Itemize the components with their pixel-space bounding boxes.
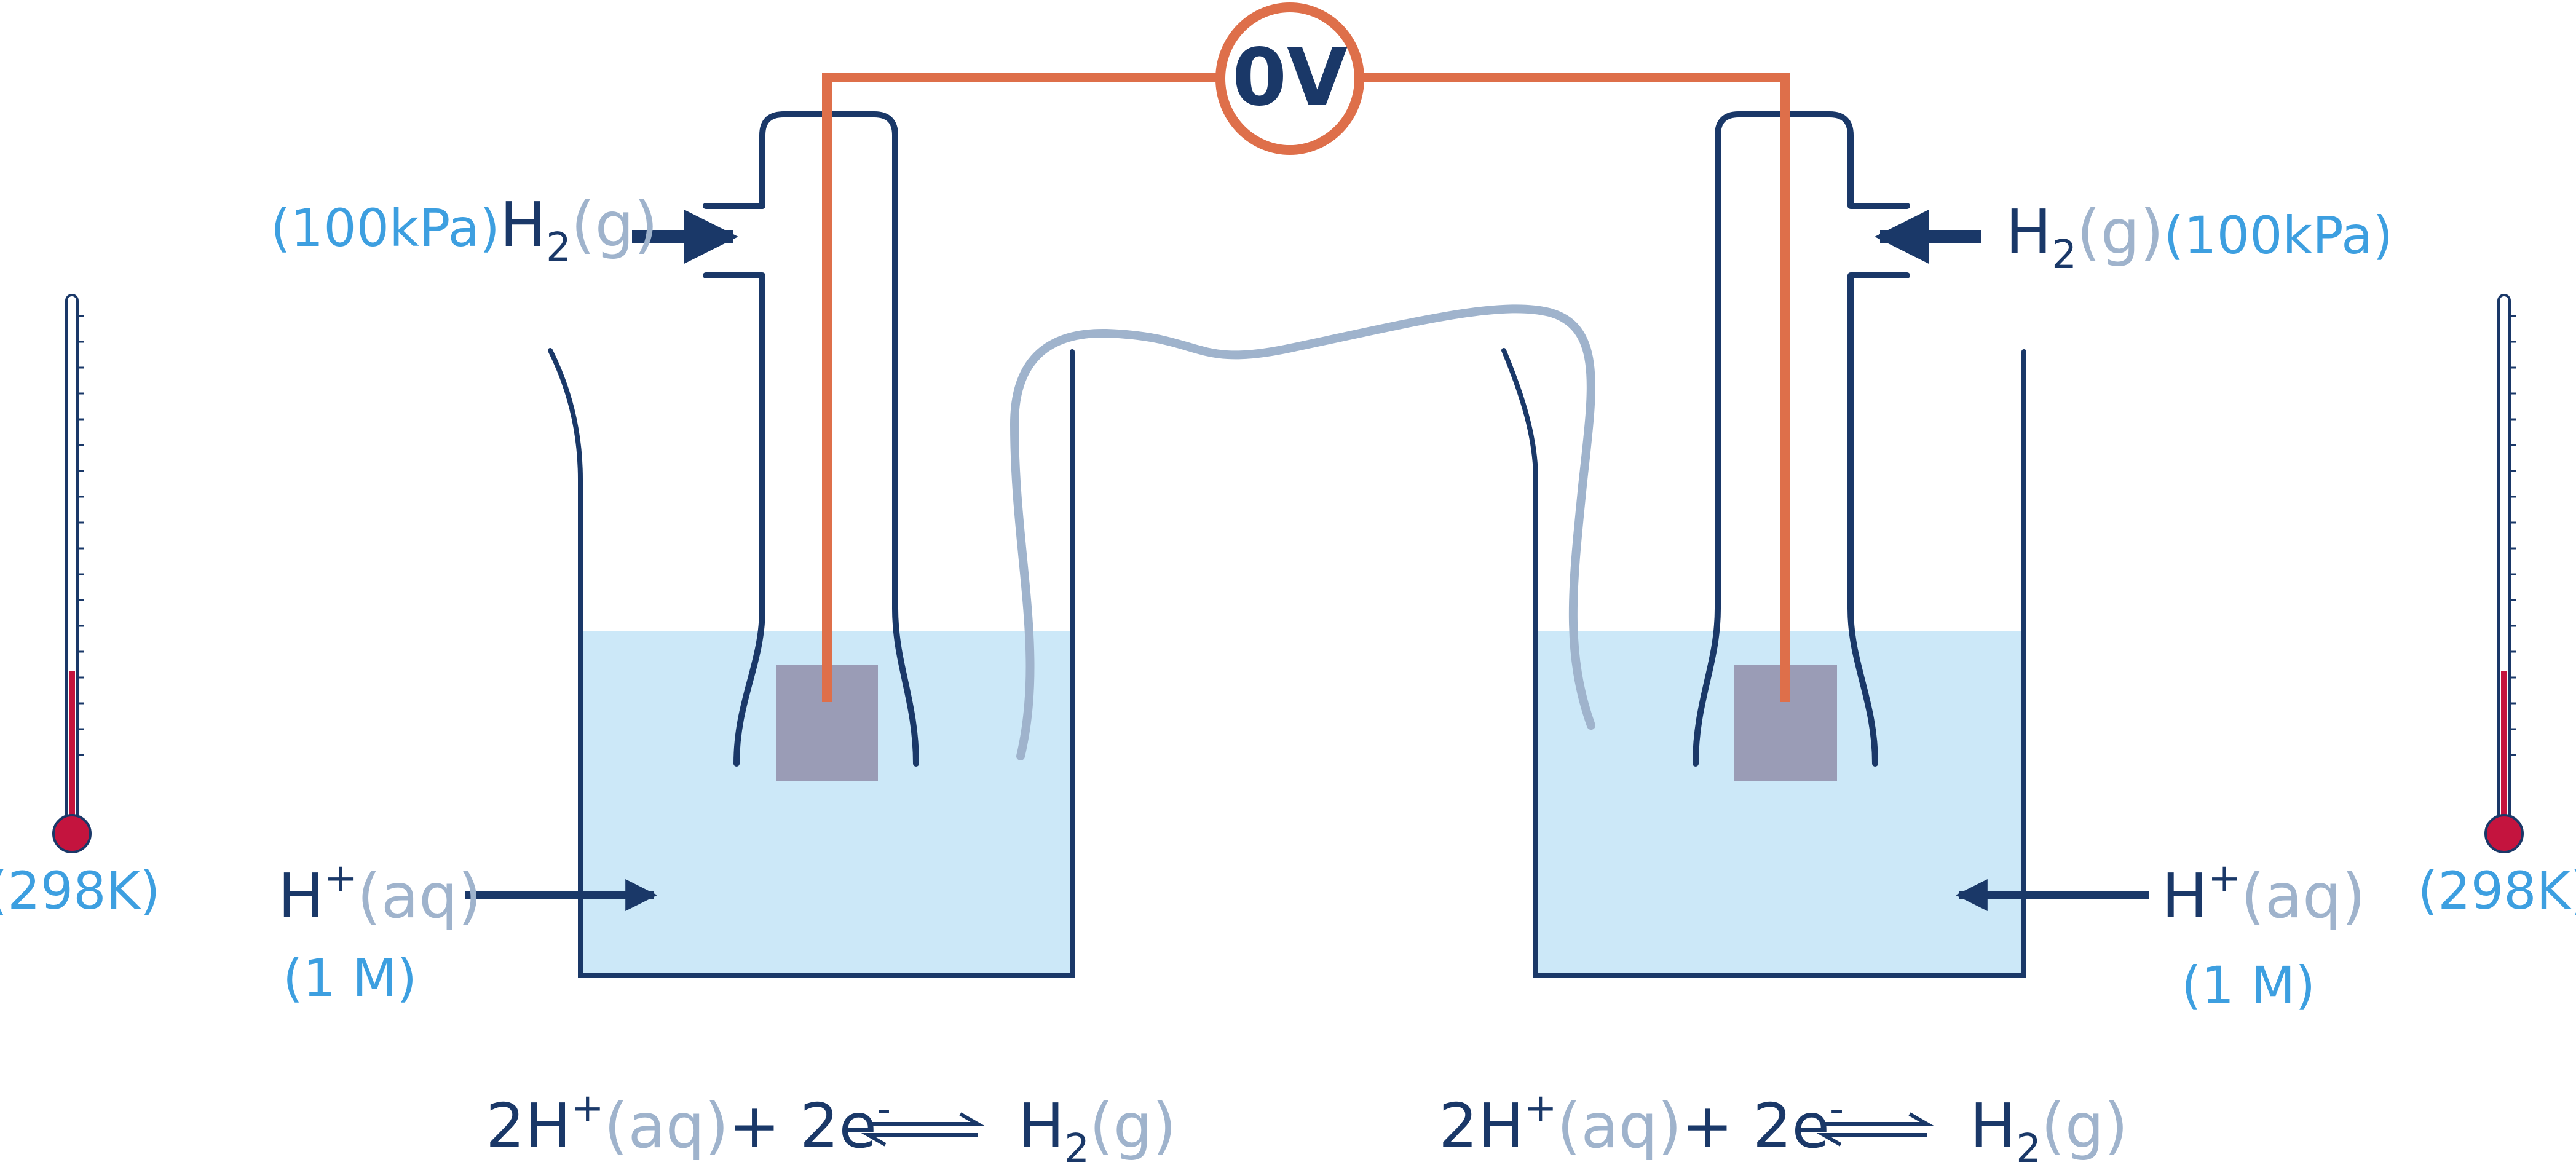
left-ion-label: H+(aq) (1 M) [278, 856, 482, 1008]
wire [822, 73, 1790, 702]
right-gas-label: H2(g)(100kPa) [2005, 196, 2393, 278]
left-gas-tube [703, 111, 919, 767]
svg-text:H+(aq): H+(aq) [278, 856, 482, 932]
right-gas-species: H [2005, 196, 2052, 268]
right-ion-state: (aq) [2241, 860, 2366, 932]
left-eq-lhs-state: (aq) [604, 1090, 729, 1162]
external-circuit: 0V [822, 2, 1790, 702]
left-ion-state: (aq) [357, 860, 482, 932]
left-gas-species: H [500, 189, 546, 261]
right-ion-charge: + [2208, 856, 2241, 901]
svg-text:H2(g)(100kPa): H2(g)(100kPa) [2005, 196, 2393, 278]
right-ion-label: H+(aq) (1 M) [2162, 856, 2366, 1016]
svg-text:H2(g): H2(g) [1018, 1090, 1176, 1172]
right-beaker [1501, 348, 2026, 978]
left-eq-rhs-subscript: 2 [1064, 1126, 1089, 1172]
svg-text:2H+(aq)+ 2e-: 2H+(aq)+ 2e- [1439, 1086, 1844, 1162]
right-gas-state: (g) [2077, 196, 2164, 268]
right-eq-rhs-subscript: 2 [2016, 1126, 2041, 1172]
left-ion-species: H [278, 860, 324, 932]
right-pressure: (100kPa) [2163, 205, 2393, 266]
right-eq-lhs-coeff: 2H [1439, 1090, 1524, 1162]
left-eq-plus-electrons: + 2e [729, 1090, 877, 1162]
left-equilibrium-arrow [861, 1112, 985, 1147]
left-gas-subscript: 2 [546, 225, 571, 271]
left-eq-electron-charge: - [877, 1087, 891, 1132]
right-eq-plus-electrons: + 2e [1681, 1090, 1830, 1162]
right-eq-electron-charge: - [1830, 1087, 1844, 1132]
left-eq-lhs-charge: + [571, 1086, 604, 1131]
right-equation: 2H+(aq)+ 2e- H2(g) [1439, 1086, 2128, 1172]
voltmeter-reading: 0V [1232, 32, 1348, 124]
left-thermometer [52, 294, 92, 853]
right-ion-species: H [2162, 860, 2208, 932]
voltmeter [1215, 2, 1364, 155]
left-eq-rhs-species: H [1018, 1090, 1064, 1162]
right-concentration: (1 M) [2181, 955, 2315, 1016]
svg-text:2H+(aq)+ 2e-: 2H+(aq)+ 2e- [486, 1086, 891, 1162]
svg-text:H+(aq): H+(aq) [2162, 856, 2366, 932]
right-eq-rhs-species: H [1970, 1090, 2016, 1162]
right-temperature: (298K) [2418, 861, 2576, 921]
right-gas-subscript: 2 [2052, 232, 2077, 278]
left-eq-rhs-state: (g) [1089, 1090, 1177, 1162]
left-gas-state: (g) [571, 189, 658, 261]
right-equilibrium-arrow [1816, 1112, 1934, 1147]
right-eq-lhs-state: (aq) [1557, 1090, 1681, 1162]
left-temperature: (298K) [0, 861, 160, 921]
left-concentration: (1 M) [283, 948, 417, 1008]
right-gas-tube [1693, 111, 1910, 767]
left-eq-lhs-coeff: 2H [486, 1090, 571, 1162]
right-thermometer [2484, 294, 2524, 853]
right-eq-rhs-state: (g) [2041, 1090, 2128, 1162]
left-equation: 2H+(aq)+ 2e- H2(g) [486, 1086, 1176, 1172]
left-beaker [548, 348, 1075, 978]
left-pressure: (100kPa) [271, 198, 500, 258]
svg-text:(100kPa)H2(g): (100kPa)H2(g) [271, 189, 658, 271]
left-ion-charge: + [324, 856, 357, 901]
left-gas-label: (100kPa)H2(g) [271, 189, 658, 271]
svg-text:H2(g): H2(g) [1970, 1090, 2128, 1172]
right-eq-lhs-charge: + [1524, 1086, 1557, 1131]
salt-bridge [1009, 304, 1595, 760]
